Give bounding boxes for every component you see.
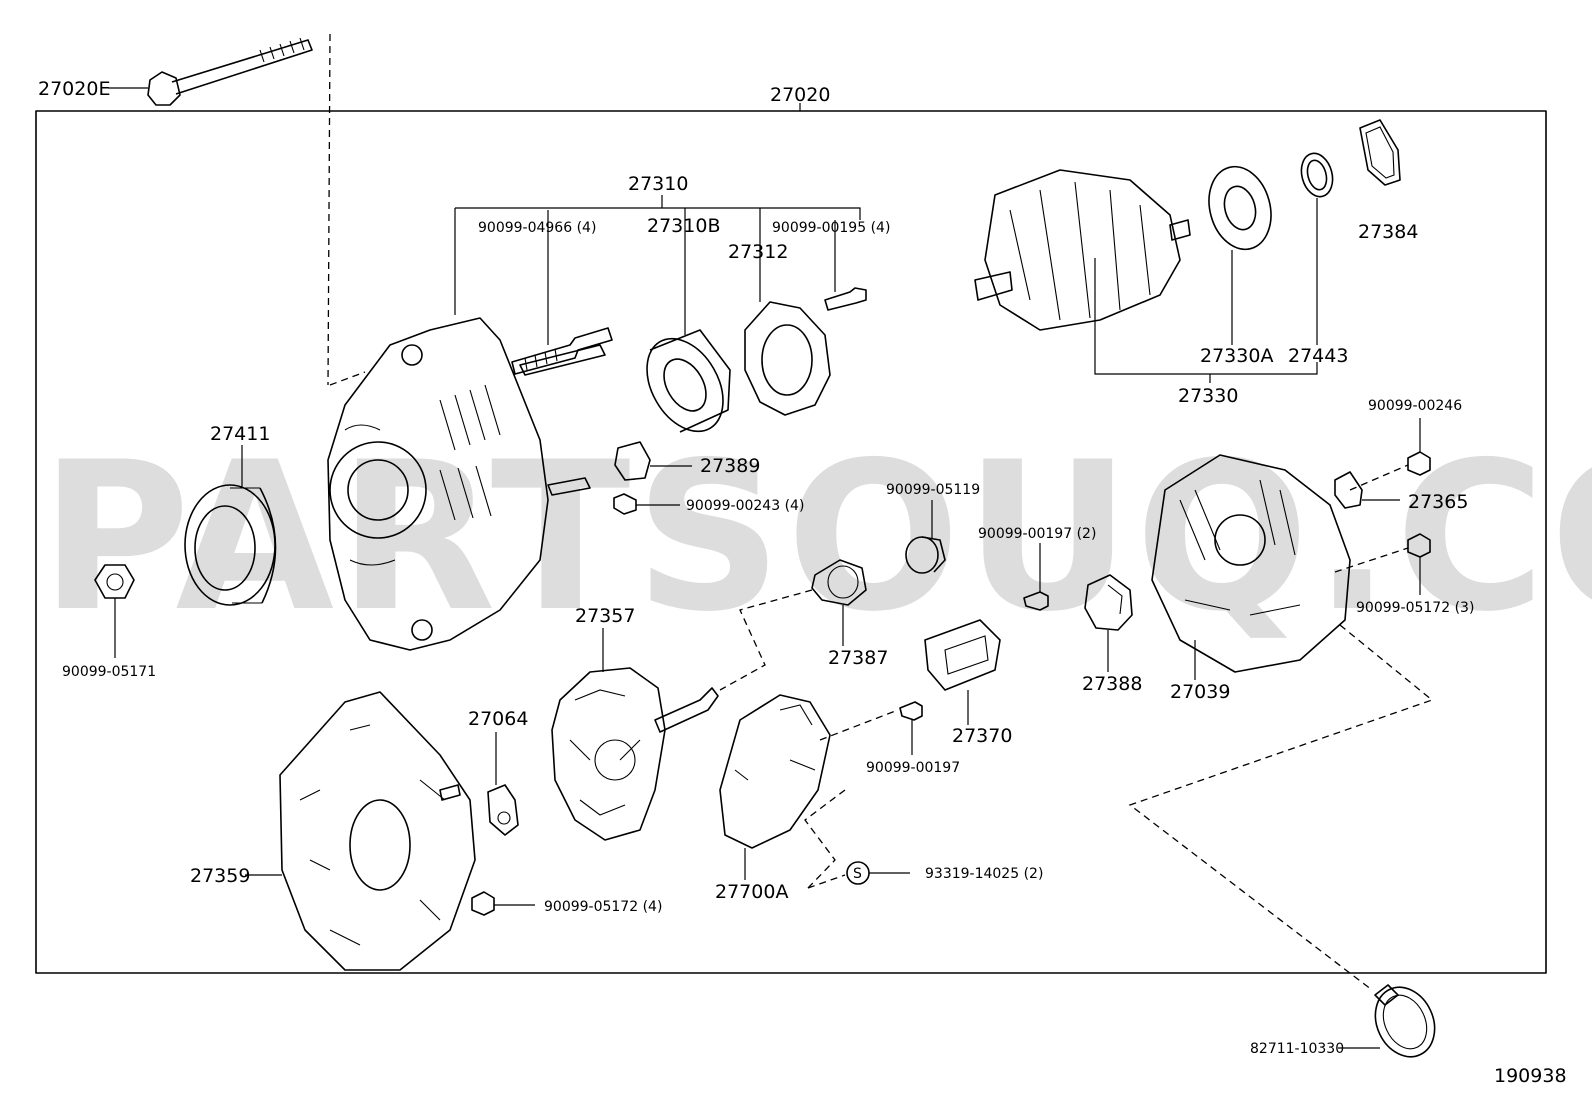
label-27387: 27387 xyxy=(828,647,888,669)
insulator-27064[interactable] xyxy=(487,784,519,836)
label-27310: 27310 xyxy=(628,173,688,195)
figure-id: 190938 xyxy=(1494,1065,1567,1087)
label-90099-00197-2: 90099-00197 (2) xyxy=(978,526,1096,542)
label-90099-05171: 90099-05171 xyxy=(62,664,156,680)
retainer-plate-27312[interactable] xyxy=(744,301,831,416)
label-27443: 27443 xyxy=(1288,345,1348,367)
label-27411: 27411 xyxy=(210,423,270,445)
label-90099-00243: 90099-00243 (4) xyxy=(686,498,804,514)
insulator-27389[interactable] xyxy=(614,441,651,481)
screw-90099-00197[interactable] xyxy=(899,701,923,721)
label-27020E: 27020E xyxy=(38,78,110,100)
label-27312: 27312 xyxy=(728,241,788,263)
rotor-27330[interactable] xyxy=(974,169,1191,331)
label-27365: 27365 xyxy=(1408,491,1468,513)
label-27359: 27359 xyxy=(190,865,250,887)
label-27389: 27389 xyxy=(700,455,760,477)
nut-90099-05172-3[interactable] xyxy=(1407,533,1431,558)
regulator-27700A[interactable] xyxy=(719,694,831,849)
rear-frame-plate-27359[interactable] xyxy=(279,691,476,971)
label-27384: 27384 xyxy=(1358,221,1418,243)
holder-27370[interactable] xyxy=(924,619,1001,691)
label-27020: 27020 xyxy=(770,84,830,106)
label-27064: 27064 xyxy=(468,708,528,730)
cover-27384[interactable] xyxy=(1359,119,1401,186)
assembly-frame xyxy=(35,110,1547,974)
label-27357: 27357 xyxy=(575,605,635,627)
rear-end-cover-27039[interactable] xyxy=(1151,454,1351,673)
ring-27443[interactable] xyxy=(1297,150,1337,200)
label-90099-00246: 90099-00246 xyxy=(1368,398,1462,414)
label-s-symbol: S xyxy=(853,866,862,882)
rectifier-holder-27357[interactable] xyxy=(551,667,719,841)
label-90099-00195: 90099-00195 (4) xyxy=(772,220,890,236)
label-90099-05119: 90099-05119 xyxy=(886,482,980,498)
bearing-27310B[interactable] xyxy=(631,325,738,445)
bolt-27020E[interactable] xyxy=(147,37,313,106)
label-90099-05172-3: 90099-05172 (3) xyxy=(1356,600,1474,616)
terminal-plate-27365[interactable] xyxy=(1334,471,1363,509)
nut-90099-05171[interactable] xyxy=(94,564,135,599)
label-27039: 27039 xyxy=(1170,681,1230,703)
label-90099-05172-4: 90099-05172 (4) xyxy=(544,899,662,915)
bearing-27330A[interactable] xyxy=(1200,160,1280,257)
nut-90099-00243[interactable] xyxy=(613,493,637,515)
label-27310B: 27310B xyxy=(647,215,720,237)
label-27370: 27370 xyxy=(952,725,1012,747)
drive-end-frame[interactable] xyxy=(327,317,549,651)
label-27388: 27388 xyxy=(1082,673,1142,695)
stud-90099-04966[interactable] xyxy=(511,327,613,375)
cap-90099-05119[interactable] xyxy=(905,536,946,574)
nut-90099-05172-4[interactable] xyxy=(471,891,495,916)
watermark-text: PARTSOUQ.COM xyxy=(40,419,1592,657)
label-90099-04966: 90099-04966 (4) xyxy=(478,220,596,236)
label-27700A: 27700A xyxy=(715,881,788,903)
terminal-insulator-27387[interactable] xyxy=(811,559,867,606)
label-82711-10330: 82711-10330 xyxy=(1250,1041,1344,1057)
label-27330: 27330 xyxy=(1178,385,1238,407)
label-90099-00197: 90099-00197 xyxy=(866,760,960,776)
cover-27388[interactable] xyxy=(1084,574,1133,631)
pulley-27411[interactable] xyxy=(184,484,277,606)
screw-90099-00195[interactable] xyxy=(824,287,867,311)
label-27330A: 27330A xyxy=(1200,345,1273,367)
clamp-82711-10330[interactable] xyxy=(1364,978,1445,1067)
label-93319-14025: 93319-14025 (2) xyxy=(925,866,1043,882)
